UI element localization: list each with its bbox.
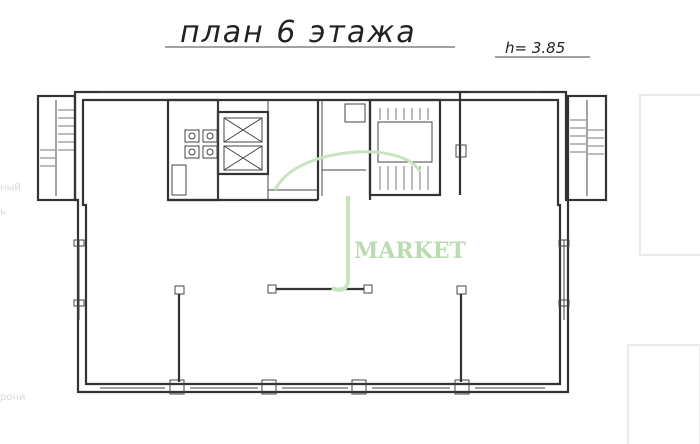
svg-text:ь: ь — [0, 206, 6, 217]
outer-walls — [73, 90, 570, 395]
market-watermark: MARKET — [273, 150, 467, 292]
plan-title: план 6 этажа — [180, 15, 417, 50]
left-external-stair — [36, 94, 77, 202]
background-faded-drawings: ный ь рони — [0, 94, 700, 444]
interior-columns — [174, 284, 467, 382]
internal-stairwell — [368, 92, 467, 197]
restroom-block — [166, 98, 220, 202]
elevator-shafts — [216, 100, 270, 200]
svg-text:ный: ный — [0, 182, 21, 193]
svg-text:рони: рони — [0, 392, 26, 403]
watermark-text: MARKET — [354, 238, 467, 264]
floor-height-note: h= 3.85 — [505, 39, 565, 57]
right-external-stair — [566, 94, 608, 202]
